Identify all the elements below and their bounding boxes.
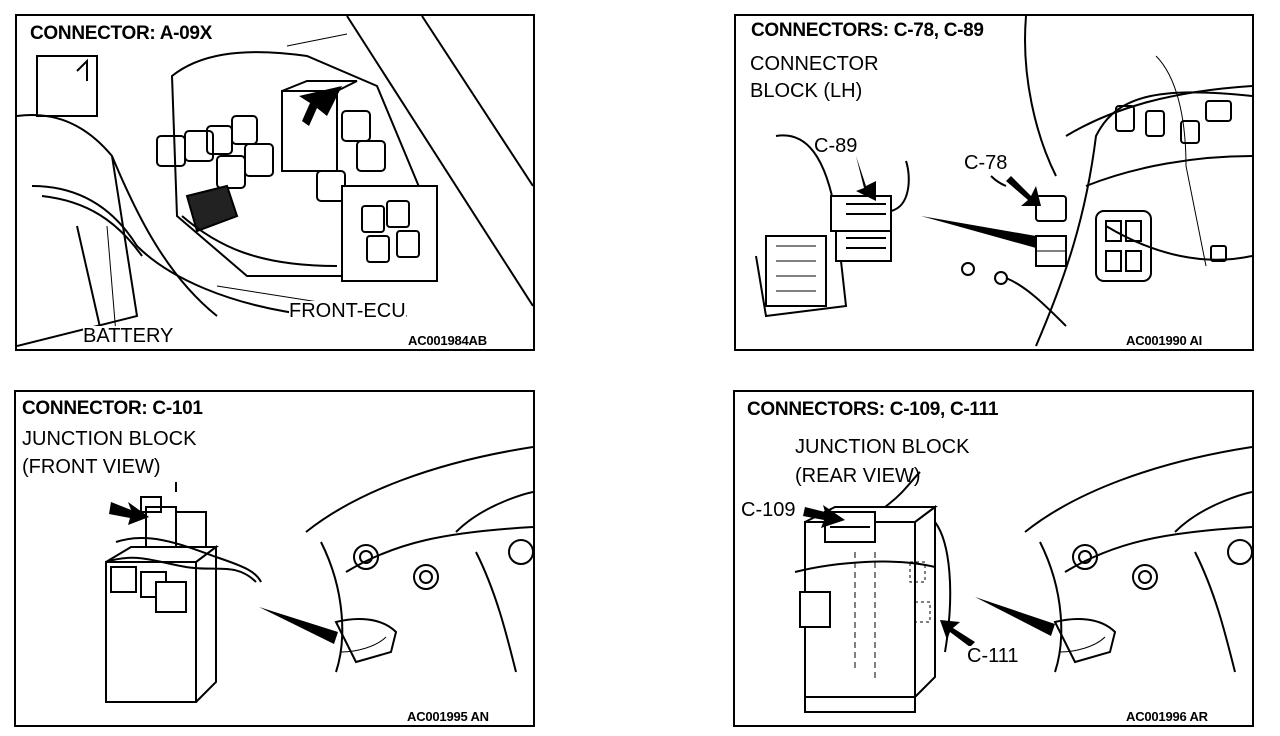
- panel-c101: CONNECTOR: C-101 JUNCTION BLOCK (FRONT V…: [14, 390, 535, 727]
- c109-label: C-109: [741, 499, 796, 521]
- arrow-pointers-c109-c111: [803, 505, 1055, 647]
- battery-label: BATTERY: [83, 325, 174, 347]
- front-view-label: (FRONT VIEW): [22, 456, 161, 478]
- panel-title: CONNECTORS: C-109, C-111: [747, 399, 999, 420]
- panel-c109-c111: CONNECTORS: C-109, C-111 JUNCTION BLOCK …: [733, 390, 1254, 727]
- arrow-pointers-c101: [109, 502, 338, 644]
- junction-block-front-illustration: [105, 446, 533, 703]
- engine-bay-illustration: [17, 16, 533, 347]
- panel-title: CONNECTOR: A-09X: [27, 24, 216, 43]
- panel-title: CONNECTORS: C-78, C-89: [748, 21, 987, 40]
- panel-title: CONNECTOR: C-101: [22, 398, 203, 419]
- connector-block-illustration: [755, 16, 1252, 347]
- junction-block-label: JUNCTION BLOCK: [795, 436, 970, 458]
- c78-label: C-78: [964, 152, 1008, 174]
- junction-block-rear-illustration: [794, 446, 1252, 713]
- rear-view-label: (REAR VIEW): [795, 465, 921, 487]
- arrow-pointers-c78-c89: [856, 156, 1041, 248]
- c111-label: C-111: [967, 645, 1019, 667]
- block-lh-label: BLOCK (LH): [750, 80, 863, 102]
- front-ecu-label: FRONT-ECU: [289, 300, 406, 322]
- junction-block-label: JUNCTION BLOCK: [22, 428, 197, 450]
- figure-code: AC001990 AI: [1126, 333, 1203, 348]
- panel-a09x: CONNECTOR: A-09X BATTERY FRONT-ECU AC001…: [15, 14, 535, 351]
- panel-c78-c89: CONNECTORS: C-78, C-89 CONNECTOR BLOCK (…: [734, 14, 1254, 351]
- figure-code: AC001996 AR: [1126, 709, 1208, 724]
- connector-label: CONNECTOR: [750, 53, 879, 75]
- figure-code: AC001984AB: [408, 333, 487, 348]
- c89-label: C-89: [814, 135, 858, 157]
- figure-code: AC001995 AN: [407, 709, 489, 724]
- arrow-pointer-a09x: [299, 86, 342, 126]
